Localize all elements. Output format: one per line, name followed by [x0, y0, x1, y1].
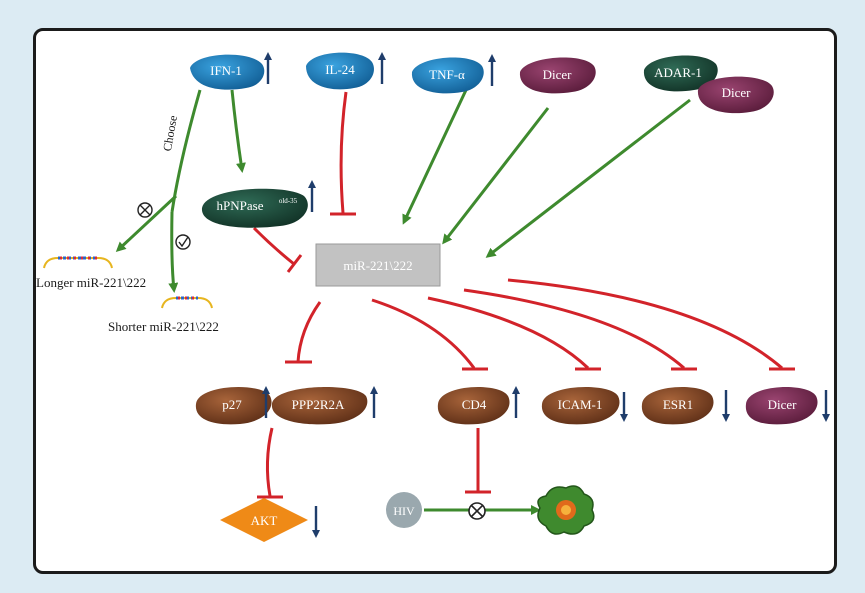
akt-label: AKT — [251, 513, 278, 528]
circled-check-icon — [175, 234, 191, 250]
inhibit-mir-ppp2r2a — [285, 301, 322, 364]
inhibit-hpnpase-mir — [252, 226, 303, 273]
arrow-to-longer — [115, 194, 178, 253]
inhibit-il24-mir — [330, 91, 356, 216]
choose-label: Choose — [160, 114, 180, 152]
node-dicer-bottom: Dicer — [745, 386, 818, 425]
circled-cross-icon — [468, 502, 486, 520]
node-akt: AKT — [220, 498, 308, 542]
inhibition-lines — [252, 91, 795, 499]
shorter-label: Shorter miR-221\222 — [108, 319, 219, 334]
inhibit-mir-cd4 — [371, 298, 488, 371]
node-esr1: ESR1 — [641, 386, 714, 425]
cd4-label: CD4 — [462, 397, 487, 412]
hpnpase-superscript: old-35 — [279, 197, 298, 205]
arrow-to-shorter — [168, 211, 179, 293]
node-ifn1: IFN-1 — [190, 54, 265, 90]
inhibit-mir-esr1 — [463, 288, 697, 371]
node-dicer-top: Dicer — [519, 57, 596, 94]
inhibit-ppp2r2a-akt — [257, 427, 283, 499]
node-adar1: ADAR-1 — [643, 55, 718, 92]
esr1-label: ESR1 — [663, 397, 693, 412]
mir-221-222-box: miR-221\222 — [315, 243, 441, 287]
hiv-label: HIV — [393, 504, 415, 518]
icam1-label: ICAM-1 — [558, 397, 603, 412]
longer-rna-strand-icon — [43, 256, 113, 269]
p27-label: p27 — [222, 397, 242, 412]
node-icam1: ICAM-1 — [541, 386, 620, 425]
ppp2r2a-label: PPP2R2A — [292, 397, 345, 412]
circled-cross-icon — [137, 202, 153, 218]
cell-icon — [537, 485, 595, 535]
inhibit-mir-icam1 — [427, 296, 601, 371]
longer-label: Longer miR-221\222 — [36, 275, 146, 290]
node-hiv: HIV — [386, 492, 422, 528]
node-tnf: TNF-α — [411, 57, 484, 94]
node-cd4: CD4 — [437, 386, 510, 425]
activation-arrows — [115, 89, 691, 515]
arrow-ifn1-choose — [170, 89, 202, 213]
dicer-top-label: Dicer — [543, 67, 573, 82]
adar-dicer-label: Dicer — [722, 85, 752, 100]
hpnpase-label: hPNPase — [217, 198, 264, 213]
node-ppp2r2a: PPP2R2A — [271, 386, 368, 425]
il24-label: IL-24 — [325, 62, 355, 77]
arrow-adar1-to-mir — [485, 98, 691, 258]
node-il24: IL-24 — [306, 52, 374, 90]
tnf-label: TNF-α — [429, 67, 465, 82]
node-adar-dicer: Dicer — [697, 76, 774, 114]
mir-label: miR-221\222 — [343, 258, 412, 273]
ifn1-label: IFN-1 — [210, 63, 242, 78]
arrow-tnf-to-mir — [402, 89, 468, 225]
inhibit-mir-dicer — [507, 278, 795, 371]
shorter-rna-strand-icon — [161, 296, 213, 309]
inhibit-cd4-hiv — [465, 428, 491, 494]
node-p27: p27 — [195, 386, 272, 425]
adar1-label: ADAR-1 — [654, 65, 702, 80]
node-hpnpase: hPNPase old-35 — [201, 188, 308, 228]
arrow-ifn1-to-hpnpase — [230, 89, 246, 173]
arrow-dicer-to-mir — [442, 107, 550, 245]
dicer-bottom-label: Dicer — [768, 397, 798, 412]
